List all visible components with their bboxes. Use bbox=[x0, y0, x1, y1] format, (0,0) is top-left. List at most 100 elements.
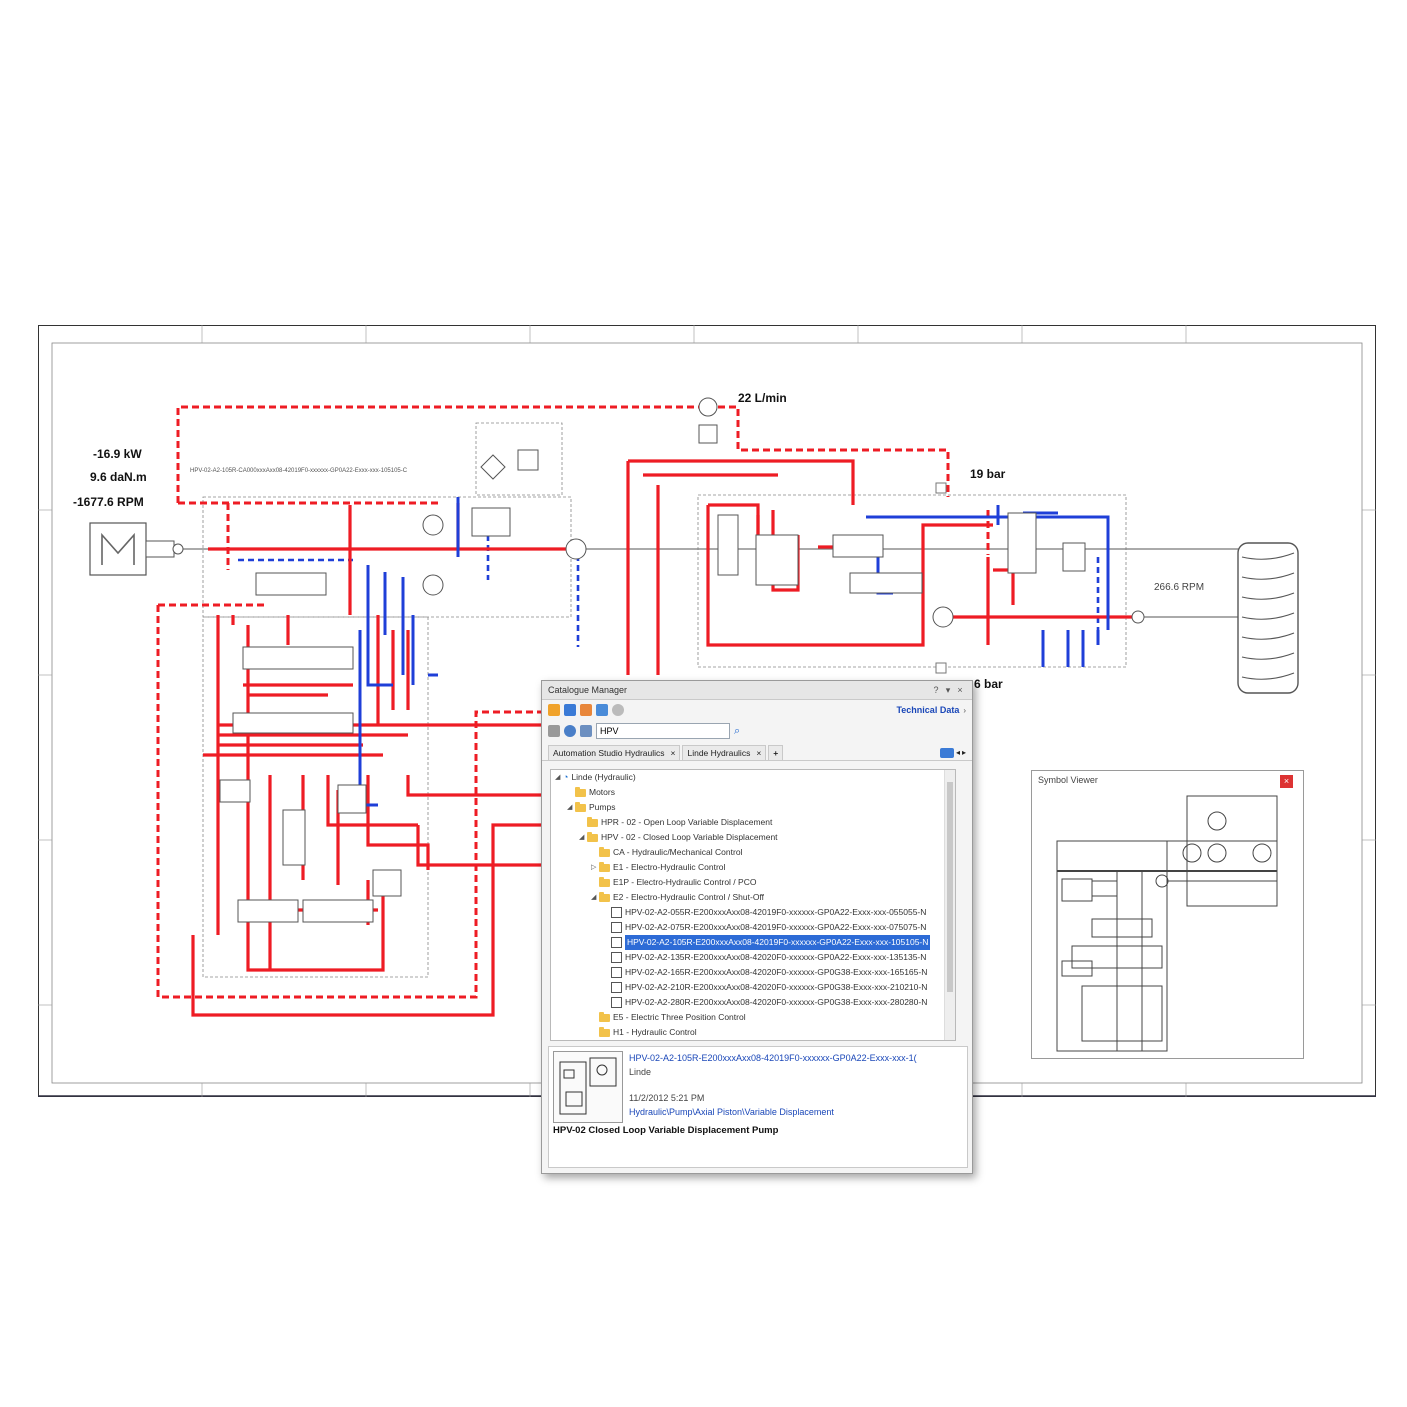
tree-item[interactable]: E1P - Electro-Hydraulic Control / PCO bbox=[551, 875, 955, 890]
component-description: HPV-02 Closed Loop Variable Displacement… bbox=[553, 1125, 779, 1136]
component-name[interactable]: HPV-02-A2-105R-E200xxxAxx08-42019F0-xxxx… bbox=[629, 1053, 917, 1063]
help-button[interactable]: ? bbox=[933, 685, 939, 695]
bar-chart-icon[interactable] bbox=[564, 704, 576, 716]
chevron-right-icon[interactable]: ▸ bbox=[961, 748, 966, 757]
close-icon[interactable]: × bbox=[670, 748, 676, 758]
tree-item[interactable]: ◢◔Linde (Hydraulic) bbox=[551, 770, 955, 785]
component-thumbnail bbox=[553, 1051, 623, 1123]
symbol-preview bbox=[1056, 795, 1278, 1052]
component-path[interactable]: Hydraulic\Pump\Axial Piston\Variable Dis… bbox=[629, 1107, 834, 1117]
tree-item-label: E1P - Electro-Hydraulic Control / PCO bbox=[613, 877, 757, 887]
component-detail-panel: HPV-02-A2-105R-E200xxxAxx08-42019F0-xxxx… bbox=[548, 1046, 968, 1168]
tab-label: Automation Studio Hydraulics bbox=[553, 748, 665, 758]
tree-item[interactable]: H1 - Hydraulic Control bbox=[551, 1025, 955, 1040]
catalogue-tabs: Automation Studio Hydraulics × Linde Hyd… bbox=[542, 742, 972, 761]
tree-item[interactable]: HPV-02-A2-210R-E200xxxAxx08-42020F0-xxxx… bbox=[551, 980, 955, 995]
symbol-viewer-title: Symbol Viewer bbox=[1038, 775, 1098, 785]
tree-item-label: HPV-02-A2-055R-E200xxxAxx08-42019F0-xxxx… bbox=[625, 907, 927, 917]
tree-item[interactable]: ◢Pumps bbox=[551, 800, 955, 815]
tree-item-label: H1 - Hydraulic Control bbox=[613, 1027, 697, 1037]
tree-item-label: HPV - 02 - Closed Loop Variable Displace… bbox=[601, 832, 778, 842]
catalogue-manager-window[interactable]: Catalogue Manager ? ▾ × Technical Data ›… bbox=[541, 680, 973, 1174]
tree-item-label: HPV-02-A2-210R-E200xxxAxx08-42020F0-xxxx… bbox=[625, 982, 928, 992]
folder-icon bbox=[599, 891, 610, 902]
close-icon[interactable]: × bbox=[756, 748, 762, 758]
user-icon[interactable] bbox=[612, 704, 624, 716]
tab-linde-hydraulics[interactable]: Linde Hydraulics × bbox=[682, 745, 767, 760]
tree-item[interactable]: HPV-02-A2-280R-E200xxxAxx08-42020F0-xxxx… bbox=[551, 995, 955, 1010]
tree-item-label: Motors bbox=[589, 787, 615, 797]
tree-scrollbar[interactable] bbox=[944, 770, 955, 1040]
folder-icon bbox=[599, 846, 610, 857]
tree-item-label: HPV-02-A2-105R-E200xxxAxx08-42019F0-xxxx… bbox=[625, 935, 931, 950]
torque-readout: 9.6 daN.m bbox=[90, 470, 147, 484]
grid-icon[interactable] bbox=[548, 725, 560, 737]
tree-item-label: E5 - Electric Three Position Control bbox=[613, 1012, 746, 1022]
tree-item[interactable]: E5 - Electric Three Position Control bbox=[551, 1010, 955, 1025]
pressure-readout-bottom: 6 bar bbox=[974, 677, 1003, 691]
tree-item-label: CA - Hydraulic/Mechanical Control bbox=[613, 847, 743, 857]
chevron-right-icon[interactable]: › bbox=[963, 705, 966, 715]
flow-readout: 22 L/min bbox=[738, 391, 787, 405]
tree-item[interactable]: HPV-02-A2-135R-E200xxxAxx08-42020F0-xxxx… bbox=[551, 950, 955, 965]
expand-arrow-icon[interactable]: ◢ bbox=[567, 804, 573, 811]
expand-arrow-icon[interactable]: ◢ bbox=[555, 774, 561, 781]
search-icon[interactable] bbox=[596, 704, 608, 716]
expand-arrow-icon[interactable]: ▷ bbox=[591, 864, 597, 871]
pin-button[interactable]: ▾ bbox=[945, 684, 951, 695]
tree-item[interactable]: ◢ HPV - 02 - Closed Loop Variable Displac… bbox=[551, 830, 955, 845]
filter-icon[interactable] bbox=[580, 725, 592, 737]
search-row: ⌕ bbox=[542, 720, 972, 742]
search-icon[interactable]: ⌕ bbox=[734, 724, 741, 737]
component-icon bbox=[611, 952, 622, 963]
tree-item[interactable]: HPV-02-A2-165R-E200xxxAxx08-42020F0-xxxx… bbox=[551, 965, 955, 980]
component-icon bbox=[611, 907, 622, 918]
tree-item[interactable]: Motors bbox=[551, 785, 955, 800]
component-icon bbox=[611, 922, 622, 933]
close-icon[interactable]: × bbox=[1280, 775, 1293, 788]
tab-automation-studio[interactable]: Automation Studio Hydraulics × bbox=[548, 745, 681, 760]
technical-data-link[interactable]: Technical Data bbox=[896, 705, 960, 715]
symbol-viewer-panel[interactable]: Symbol Viewer × bbox=[1031, 770, 1304, 1059]
tire-symbol bbox=[1237, 542, 1299, 694]
tree-item[interactable]: HPR - 02 - Open Loop Variable Displaceme… bbox=[551, 815, 955, 830]
folder-icon bbox=[599, 1011, 610, 1022]
catalogue-toolbar: Technical Data › bbox=[542, 700, 972, 720]
expand-arrow-icon[interactable]: ◢ bbox=[591, 894, 597, 901]
refresh-icon[interactable] bbox=[580, 704, 592, 716]
folder-icon bbox=[599, 876, 610, 887]
schematic-sheet[interactable]: -16.9 kW 9.6 daN.m -1677.6 RPM 22 L/min … bbox=[38, 325, 1376, 1097]
catalogue-titlebar[interactable]: Catalogue Manager ? ▾ × bbox=[542, 681, 972, 700]
chart-icon[interactable] bbox=[548, 704, 560, 716]
add-tab-button[interactable]: + bbox=[768, 745, 784, 760]
power-readout: -16.9 kW bbox=[93, 447, 142, 461]
folder-icon bbox=[587, 816, 598, 827]
folder-icon bbox=[599, 1026, 610, 1037]
tab-label: Linde Hydraulics bbox=[687, 748, 751, 758]
folder-icon bbox=[599, 861, 610, 872]
component-icon bbox=[611, 937, 622, 948]
tree-item[interactable]: HPV-02-A2-055R-E200xxxAxx08-42019F0-xxxx… bbox=[551, 905, 955, 920]
chevron-left-icon[interactable]: ◂ bbox=[955, 748, 960, 757]
tree-item[interactable]: HPV-02-A2-075R-E200xxxAxx08-42019F0-xxxx… bbox=[551, 920, 955, 935]
component-icon bbox=[611, 997, 622, 1008]
globe-icon[interactable] bbox=[564, 725, 576, 737]
tree-item[interactable]: ▷E1 - Electro-Hydraulic Control bbox=[551, 860, 955, 875]
tree-item-label: HPV-02-A2-135R-E200xxxAxx08-42020F0-xxxx… bbox=[625, 952, 927, 962]
close-button[interactable]: × bbox=[957, 685, 963, 695]
view-toggle-icon[interactable] bbox=[939, 748, 954, 758]
component-date: 11/2/2012 5:21 PM bbox=[629, 1093, 705, 1103]
tree-item[interactable]: CA - Hydraulic/Mechanical Control bbox=[551, 845, 955, 860]
folder-icon bbox=[575, 801, 586, 812]
window-title: Catalogue Manager bbox=[548, 685, 628, 695]
folder-icon bbox=[575, 786, 586, 797]
tree-item[interactable]: ◢E2 - Electro-Hydraulic Control / Shut-O… bbox=[551, 890, 955, 905]
pump-part-label: HPV-02-A2-105R-CA000xxxAxx08-42019F0-xxx… bbox=[190, 468, 408, 474]
expand-arrow-icon[interactable]: ◢ bbox=[579, 834, 585, 841]
search-input[interactable] bbox=[596, 723, 730, 739]
component-icon bbox=[611, 982, 622, 993]
library-icon: ◔ bbox=[563, 772, 569, 782]
tree-item-label: HPR - 02 - Open Loop Variable Displaceme… bbox=[601, 817, 773, 827]
tree-item[interactable]: HPV-02-A2-105R-E200xxxAxx08-42019F0-xxxx… bbox=[551, 935, 955, 950]
